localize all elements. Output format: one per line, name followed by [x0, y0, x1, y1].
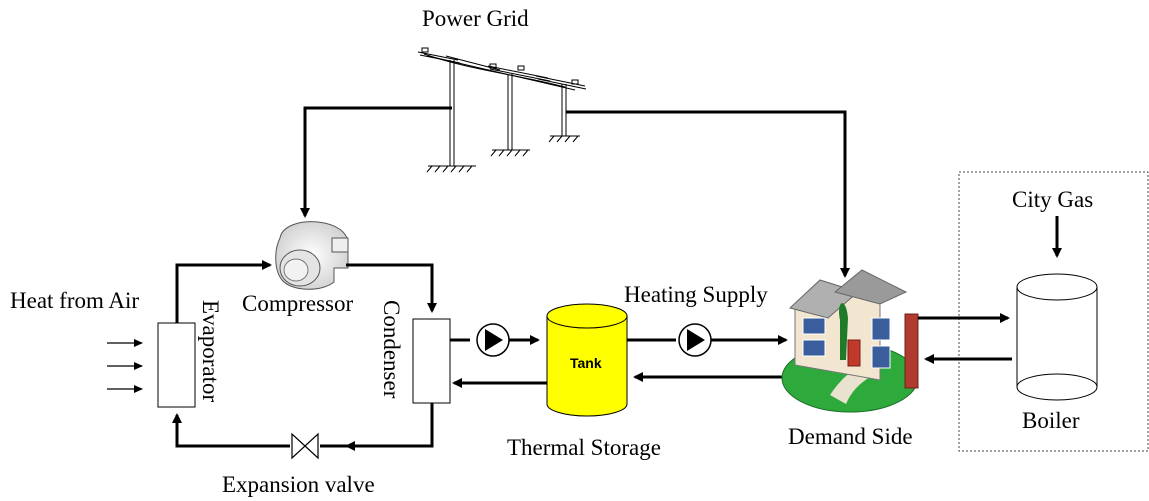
condenser-box [412, 318, 451, 404]
condenser-label: Condenser [379, 300, 404, 399]
heat-from-air-label: Heat from Air [10, 288, 139, 313]
boiler-region-box [958, 171, 1149, 452]
compressor-label: Compressor [242, 291, 354, 316]
expansion-valve-icon [291, 432, 319, 460]
house-icon [781, 269, 919, 413]
boiler-label: Boiler [1022, 408, 1080, 433]
condenser-to-valve-line [320, 403, 434, 448]
evaporator-label: Evaporator [198, 300, 223, 403]
power-grid-pylons [417, 47, 587, 173]
air-inflow-arrows [107, 339, 143, 393]
expansion-valve-label: Expansion valve [222, 472, 375, 497]
tank-label: Tank [570, 355, 602, 371]
compressor-to-condenser-line [346, 263, 437, 313]
valve-to-evaporator-line [172, 413, 290, 448]
thermal-storage-label: Thermal Storage [507, 435, 661, 460]
grid-to-demand-line [566, 110, 850, 278]
thermal-storage-tank [546, 303, 628, 417]
evaporator-to-compressor-line [175, 260, 272, 323]
compressor-icon [275, 221, 349, 290]
heating-supply-label: Heating Supply [624, 282, 768, 307]
power-grid-label: Power Grid [422, 6, 529, 31]
demand-side-label: Demand Side [788, 424, 913, 449]
boiler-icon [1016, 273, 1098, 401]
city-gas-label: City Gas [1012, 187, 1093, 212]
grid-to-compressor-line [300, 106, 452, 218]
circulation-pump-1-icon [476, 323, 510, 357]
circulation-pump-2-icon [678, 323, 712, 357]
evaporator-box [157, 322, 196, 408]
